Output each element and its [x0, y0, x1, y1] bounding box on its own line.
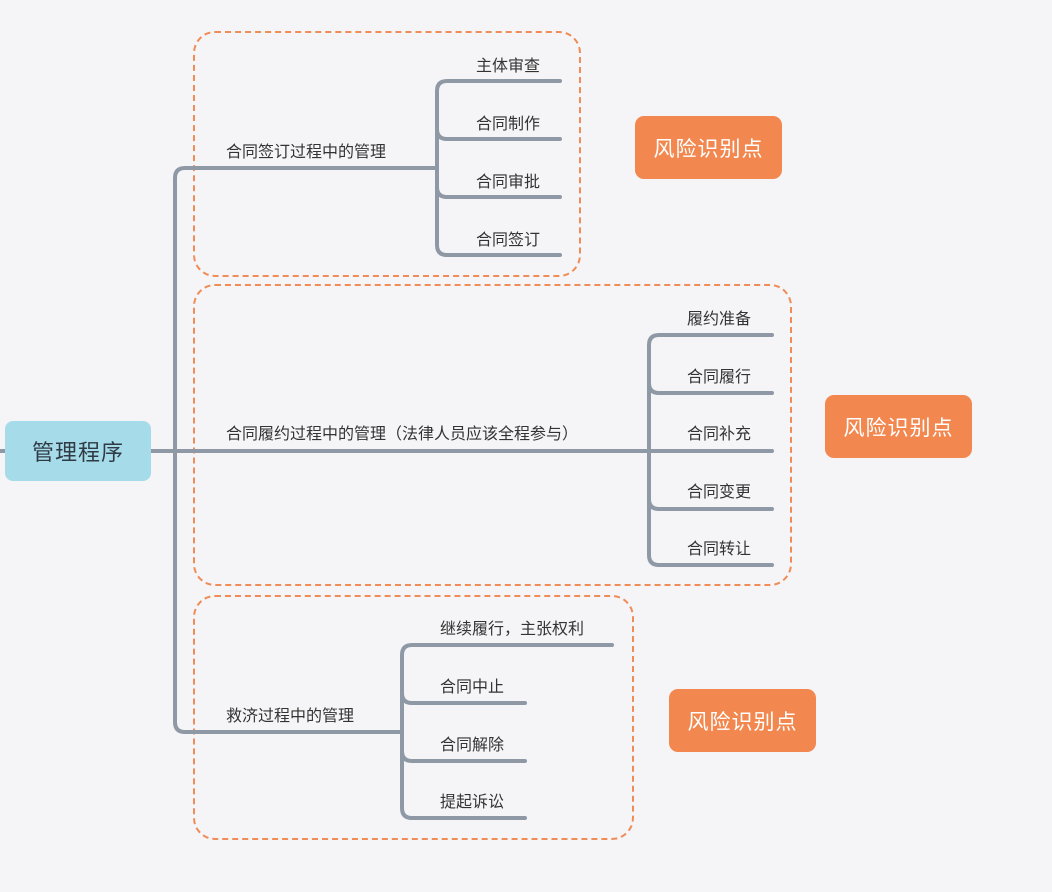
group-frame-performance	[193, 284, 792, 586]
leaf-label[interactable]: 合同解除	[440, 735, 505, 754]
leaf-label[interactable]: 提起诉讼	[440, 792, 505, 811]
risk-tag-label: 风险识别点	[687, 709, 798, 734]
leaf-label[interactable]: 合同转让	[687, 539, 752, 558]
branch-label-signing[interactable]: 合同签订过程中的管理	[226, 142, 387, 161]
risk-tag-label: 风险识别点	[653, 136, 764, 161]
risk-tag-remedy[interactable]: 风险识别点	[669, 689, 816, 752]
group-frame-signing	[193, 31, 581, 277]
leaf-line-remedy-2	[400, 691, 527, 705]
risk-tag-signing[interactable]: 风险识别点	[635, 116, 782, 179]
trunk-line-lower	[173, 449, 212, 734]
leaf-label[interactable]: 合同变更	[687, 482, 752, 501]
leaf-line-signing-3	[435, 185, 562, 199]
risk-tag-performance[interactable]: 风险识别点	[825, 395, 972, 458]
leaf-line-remedy-3	[400, 749, 527, 763]
leaf-line-performance-2	[647, 381, 774, 395]
branch-signing-bracket	[423, 79, 449, 257]
leaf-label[interactable]: 合同中止	[440, 677, 505, 696]
leaf-label[interactable]: 合同签订	[476, 230, 541, 249]
leaf-label[interactable]: 履约准备	[687, 309, 752, 328]
leaf-label[interactable]: 主体审查	[476, 56, 541, 75]
risk-tag-label: 风险识别点	[843, 415, 954, 440]
root-node-label: 管理程序	[31, 441, 124, 466]
trunk-line	[173, 166, 212, 453]
leaf-label[interactable]: 继续履行，主张权利	[440, 619, 585, 638]
branch-label-remedy[interactable]: 救济过程中的管理	[226, 706, 355, 725]
root-node[interactable]: 管理程序	[5, 421, 151, 481]
group-frame-remedy	[193, 595, 634, 840]
leaf-label[interactable]: 合同制作	[476, 114, 541, 133]
leaf-line-performance-4	[647, 497, 774, 511]
branch-remedy-bracket	[388, 643, 414, 820]
leaf-line-signing-2	[435, 127, 562, 141]
branch-label-performance[interactable]: 合同履约过程中的管理（法律人员应该全程参与）	[226, 424, 579, 443]
leaf-label[interactable]: 合同补充	[687, 424, 752, 443]
leaf-label[interactable]: 合同履行	[687, 367, 752, 386]
leaf-label[interactable]: 合同审批	[476, 172, 541, 191]
